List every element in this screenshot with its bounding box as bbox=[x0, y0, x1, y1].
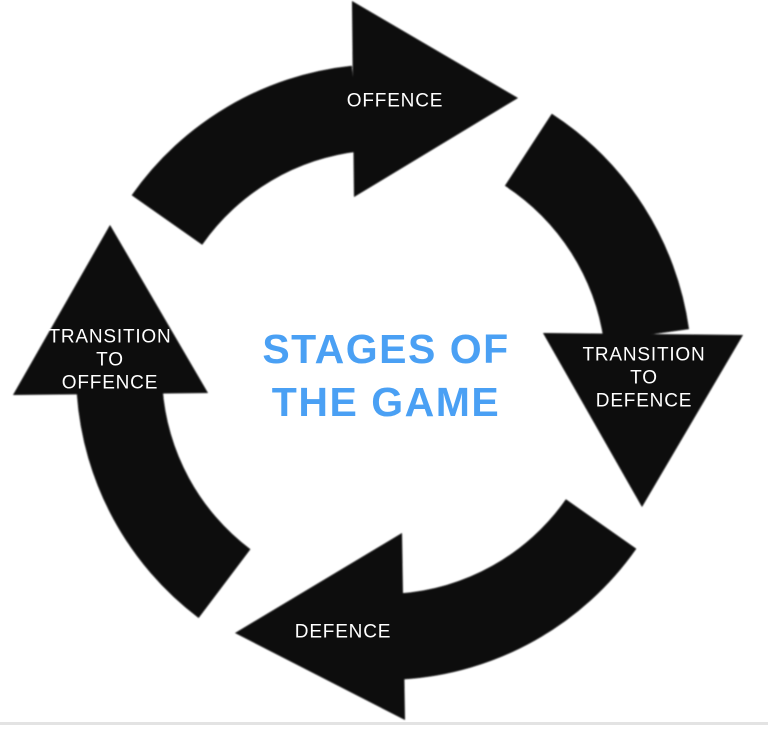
defence-arrow-head bbox=[235, 533, 405, 720]
transition-to-defence-arrow-tail bbox=[504, 113, 689, 342]
stage-label-transition-to-offence: TRANSITION TO OFFENCE bbox=[48, 326, 171, 395]
stage-label-transition-to-offence-line3: OFFENCE bbox=[61, 372, 159, 394]
bottom-edge-line bbox=[0, 722, 768, 725]
diagram-title: STAGES OF THE GAME bbox=[262, 323, 509, 429]
transition-to-offence-arrow-tail bbox=[76, 387, 251, 618]
offence-arrow-tail bbox=[131, 65, 361, 245]
stage-label-transition-to-offence-line2: TO bbox=[96, 349, 124, 371]
stage-label-defence: DEFENCE bbox=[295, 621, 391, 644]
stage-label-offence-line: OFFENCE bbox=[346, 90, 444, 112]
stage-label-transition-to-defence-line1: TRANSITION bbox=[582, 344, 706, 366]
stage-label-transition-to-defence: TRANSITION TO DEFENCE bbox=[582, 344, 705, 413]
transition-to-offence-arrow-head bbox=[13, 225, 208, 395]
stage-label-transition-to-defence-line3: DEFENCE bbox=[595, 390, 693, 412]
stage-label-defence-line: DEFENCE bbox=[294, 621, 392, 643]
offence-arrow-head bbox=[352, 1, 518, 197]
arrow-group bbox=[13, 1, 743, 720]
stage-label-transition-to-offence-line1: TRANSITION bbox=[48, 326, 172, 348]
defence-arrow-tail bbox=[397, 499, 637, 680]
transition-to-defence-arrow-head bbox=[543, 333, 743, 507]
stage-label-offence: OFFENCE bbox=[347, 90, 443, 113]
stage-label-transition-to-defence-line2: TO bbox=[630, 367, 658, 389]
diagram-title-line1: STAGES OF bbox=[262, 326, 510, 372]
diagram-title-line2: THE GAME bbox=[271, 379, 501, 425]
